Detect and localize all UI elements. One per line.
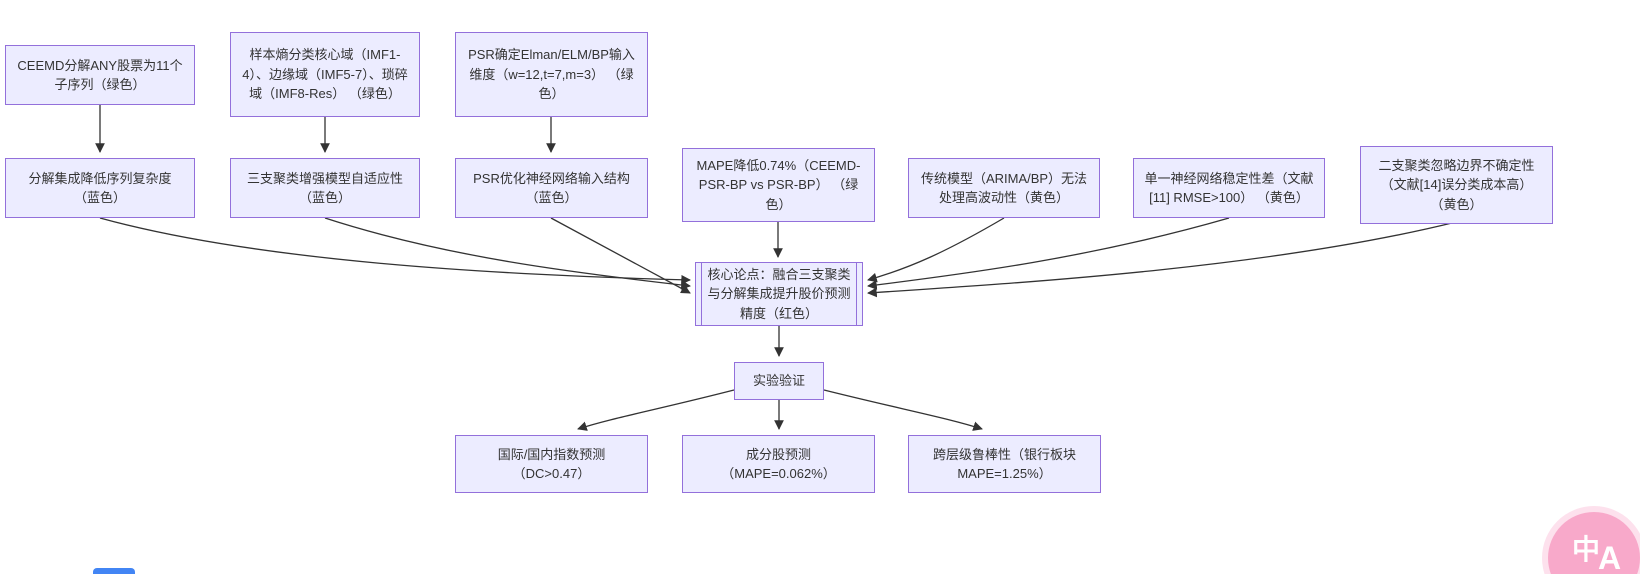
node-decomposition-reduce-complexity: 分解集成降低序列复杂度（蓝色） xyxy=(5,158,195,218)
node-index-prediction: 国际/国内指数预测（DC>0.47） xyxy=(455,435,648,493)
node-psr-optimize-structure: PSR优化神经网络输入结构（蓝色） xyxy=(455,158,648,218)
node-sample-entropy-domains: 样本熵分类核心域（IMF1-4）、边缘域（IMF5-7）、琐碎域（IMF8-Re… xyxy=(230,32,420,117)
node-label: 跨层级鲁棒性（银行板块 MAPE=1.25%） xyxy=(932,446,1076,482)
edge-b2-core xyxy=(324,217,691,290)
bottom-edge-sliver xyxy=(93,568,135,574)
edge-b6-core xyxy=(867,217,1230,290)
edge-b1-core xyxy=(99,217,691,285)
node-two-way-clustering-limit: 二支聚类忽略边界不确定性（文献[14]误分类成本高）（黄色） xyxy=(1360,146,1553,224)
node-label: MAPE降低0.74%（CEEMD-PSR-BP vs PSR-BP） （绿色） xyxy=(696,157,861,212)
node-label: 传统模型（ARIMA/BP）无法处理高波动性（黄色） xyxy=(920,170,1088,206)
node-label: 三支聚类增强模型自适应性（蓝色） xyxy=(246,170,403,206)
node-traditional-model-limit: 传统模型（ARIMA/BP）无法处理高波动性（黄色） xyxy=(908,158,1100,218)
node-core-thesis: 核心论点：融合三支聚类与分解集成提升股价预测精度（红色） xyxy=(695,262,863,326)
node-label: 分解集成降低序列复杂度（蓝色） xyxy=(28,170,172,206)
node-constituent-prediction: 成分股预测（MAPE=0.062%） xyxy=(682,435,875,493)
edge-exp-c3 xyxy=(823,389,983,431)
node-label: 样本熵分类核心域（IMF1-4）、边缘域（IMF5-7）、琐碎域（IMF8-Re… xyxy=(242,47,408,102)
edge-exp-c1 xyxy=(577,389,735,431)
node-experiment-validation: 实验验证 xyxy=(734,362,824,400)
node-label: PSR确定Elman/ELM/BP输入维度（w=12,t=7,m=3） （绿色） xyxy=(468,47,635,102)
node-single-nn-instability: 单一神经网络稳定性差（文献[11] RMSE>100） （黄色） xyxy=(1133,158,1325,218)
node-label: 单一神经网络稳定性差（文献[11] RMSE>100） （黄色） xyxy=(1144,170,1314,206)
edge-b5-core xyxy=(867,217,1005,283)
node-cross-level-robustness: 跨层级鲁棒性（银行板块 MAPE=1.25%） xyxy=(908,435,1101,493)
node-label: 实验验证 xyxy=(752,373,805,389)
node-label: 二支聚类忽略边界不确定性（文献[14]误分类成本高）（黄色） xyxy=(1378,157,1535,212)
edge-b7-core xyxy=(867,221,1457,298)
node-psr-input-dimension: PSR确定Elman/ELM/BP输入维度（w=12,t=7,m=3） （绿色） xyxy=(455,32,648,117)
edge-b3-core xyxy=(550,217,691,294)
node-label: CEEMD分解ANY股票为11个子序列（绿色） xyxy=(17,57,183,93)
node-mape-reduction: MAPE降低0.74%（CEEMD-PSR-BP vs PSR-BP） （绿色） xyxy=(682,148,875,222)
node-label: 核心论点：融合三支聚类与分解集成提升股价预测精度（红色） xyxy=(707,266,851,321)
node-label: 国际/国内指数预测（DC>0.47） xyxy=(497,446,606,482)
node-three-way-adaptivity: 三支聚类增强模型自适应性（蓝色） xyxy=(230,158,420,218)
translate-en-glyph: A xyxy=(1598,540,1622,574)
node-label: 成分股预测（MAPE=0.062%） xyxy=(721,446,836,482)
translate-zh-glyph: 中 xyxy=(1572,534,1601,565)
node-label: PSR优化神经网络输入结构（蓝色） xyxy=(473,170,630,206)
node-ceemd-decompose: CEEMD分解ANY股票为11个子序列（绿色） xyxy=(5,45,195,105)
